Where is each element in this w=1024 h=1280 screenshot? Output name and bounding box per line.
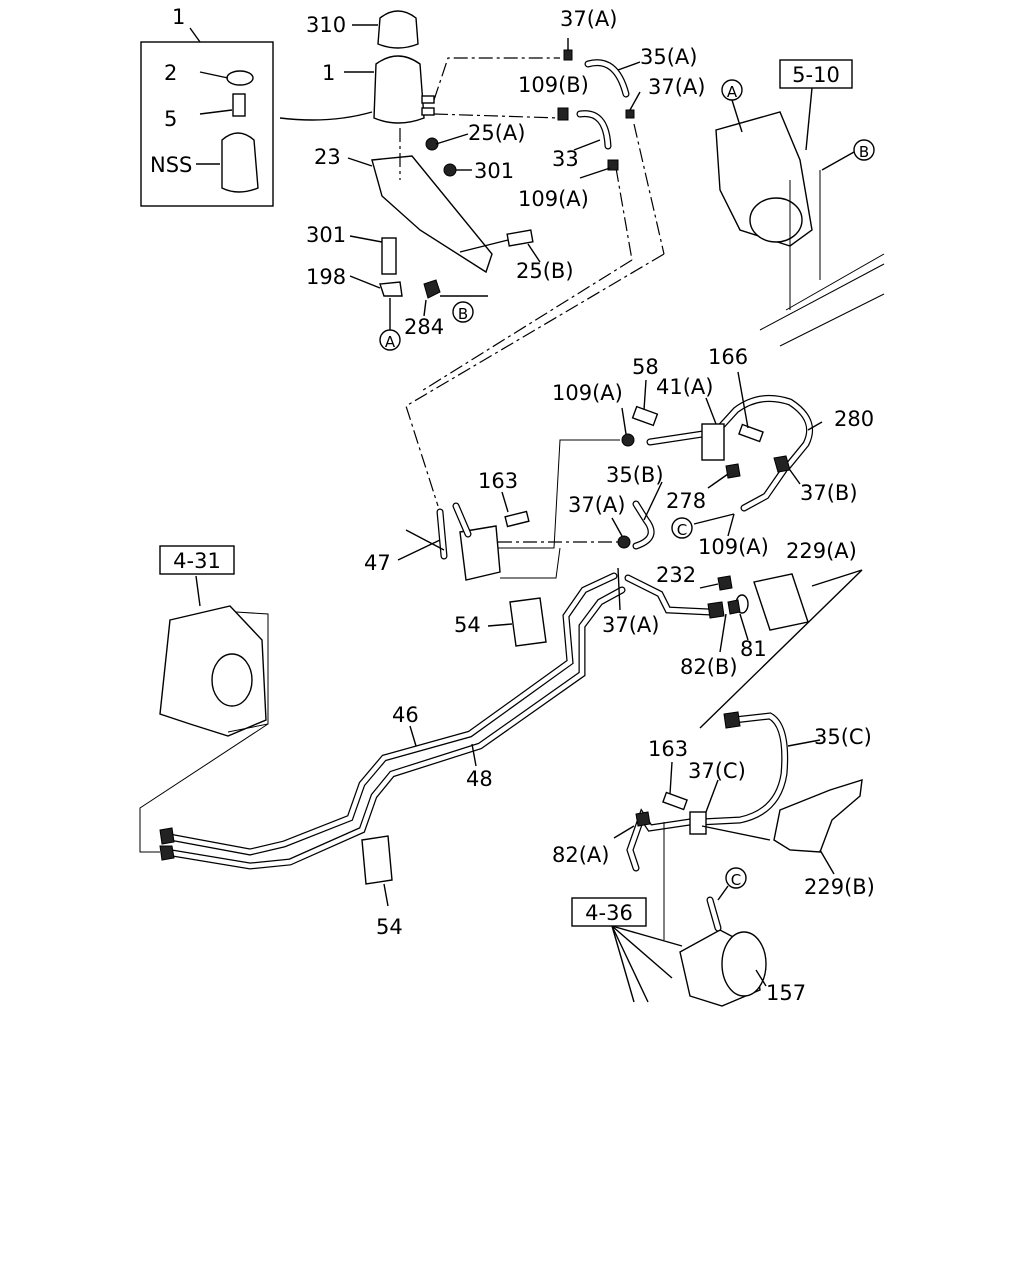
pump-assembly: [571, 711, 863, 1007]
callout-280: 280: [834, 407, 874, 431]
callout-37a-4: 37(A): [602, 613, 659, 637]
marker-b-low: B: [458, 305, 468, 323]
callout-37c: 37(C): [688, 759, 746, 783]
marker-c-pump: C: [731, 871, 741, 889]
callout-82b: 82(B): [680, 655, 738, 679]
callout-23: 23: [314, 145, 341, 169]
clamp-54-lower: [361, 835, 393, 885]
bracket-229a: [753, 573, 809, 631]
callout-310: 310: [306, 13, 346, 37]
ref-box-5-10: [779, 59, 853, 89]
callout-54-lower: 54: [376, 915, 403, 939]
callout-5: 5: [164, 107, 177, 131]
bracket-23: [371, 155, 493, 274]
reservoir-kit-group: [140, 27, 274, 207]
bolt-301: [381, 237, 397, 275]
reservoir-cap-310: [377, 10, 419, 49]
upper-hoses: [405, 38, 665, 507]
marker-circle-b-top: [853, 139, 875, 161]
callout-232: 232: [656, 563, 696, 587]
callout-163-lower: 163: [648, 737, 688, 761]
reservoir-1: [373, 55, 425, 124]
cooler-pipes: [621, 371, 823, 537]
callout-163-upper: 163: [478, 469, 518, 493]
callout-166: 166: [708, 345, 748, 369]
callout-109a-2: 109(A): [552, 381, 623, 405]
marker-circle-b-low: [452, 301, 474, 323]
ref-box-4-36: [571, 897, 647, 927]
cap-part: [226, 70, 254, 86]
callout-25b: 25(B): [516, 259, 574, 283]
callout-54-upper: 54: [454, 613, 481, 637]
callout-109a-1: 109(A): [518, 187, 589, 211]
callout-37a-1: 37(A): [560, 7, 617, 31]
callout-81: 81: [740, 637, 767, 661]
marker-c-mid: C: [677, 521, 687, 539]
steering-gear: [139, 545, 269, 853]
pressure-return-pipes: [159, 572, 725, 870]
callout-109b: 109(B): [518, 73, 589, 97]
callout-48: 48: [466, 767, 493, 791]
junction-block: [397, 439, 663, 581]
callout-58: 58: [632, 355, 659, 379]
callout-2: 2: [164, 61, 177, 85]
bracket-229a-group: [617, 567, 863, 729]
callout-47: 47: [364, 551, 391, 575]
marker-circle-c-mid: [671, 517, 693, 539]
marker-a-top: A: [727, 83, 738, 101]
bolt-25b: [506, 229, 534, 247]
callout-198: 198: [306, 265, 346, 289]
callout-37a-3: 37(A): [568, 493, 625, 517]
clamps-54: [361, 597, 547, 907]
callout-33: 33: [552, 147, 579, 171]
marker-circle-a-low: [379, 329, 401, 351]
reference-labels: 5-10 4-31 4-36: [173, 63, 840, 925]
clamp-41a: [701, 423, 725, 461]
callout-35c: 35(C): [814, 725, 872, 749]
callout-labels: 1 2 5 NSS 310 1 37(A) 35(A) 109(B) 37(A)…: [150, 5, 875, 1005]
callout-301-upper: 301: [474, 159, 514, 183]
callout-157: 157: [766, 981, 806, 1005]
callout-278: 278: [666, 489, 706, 513]
callout-284: 284: [404, 315, 444, 339]
circle-markers: A B A B C C: [379, 79, 875, 889]
callout-25a: 25(A): [468, 121, 525, 145]
reservoir-assembly: [279, 10, 541, 330]
callout-301-lower: 301: [306, 223, 346, 247]
junction-47: [459, 525, 501, 581]
callout-nss: NSS: [150, 153, 192, 177]
callout-37b: 37(B): [800, 481, 858, 505]
callout-1-reservoir: 1: [322, 61, 335, 85]
callout-1-kit: 1: [172, 5, 185, 29]
clamp-54-upper: [509, 597, 547, 647]
reservoir-nss-part: [221, 132, 259, 193]
callout-41a: 41(A): [656, 375, 713, 399]
ref-4-31: 4-31: [173, 549, 221, 573]
ref-box-4-31: [159, 545, 235, 575]
callout-35a: 35(A): [640, 45, 697, 69]
callout-46: 46: [392, 703, 419, 727]
callout-82a: 82(A): [552, 843, 609, 867]
strainer-part: [232, 93, 246, 117]
callout-37a-2: 37(A): [648, 75, 705, 99]
callout-229a: 229(A): [786, 539, 857, 563]
bracket-229b: [773, 779, 863, 853]
ref-4-36: 4-36: [585, 901, 633, 925]
marker-circle-a-top: [721, 79, 743, 101]
callout-229b: 229(B): [804, 875, 875, 899]
callout-109a-3: 109(A): [698, 535, 769, 559]
chassis-frame: [715, 59, 885, 347]
marker-b-top: B: [859, 143, 869, 161]
callout-35b: 35(B): [606, 463, 664, 487]
ref-5-10: 5-10: [792, 63, 840, 87]
marker-circle-c-pump: [725, 867, 747, 889]
marker-a-low: A: [385, 333, 396, 351]
